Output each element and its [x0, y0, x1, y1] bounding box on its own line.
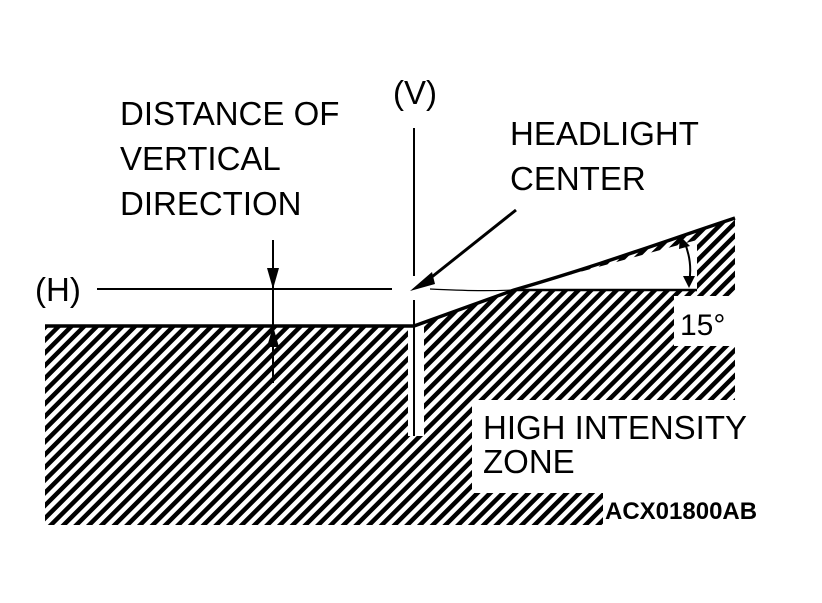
- headlight-center-arrowhead: [410, 272, 435, 291]
- figure-code: ACX01800AB: [605, 498, 758, 525]
- zone-label-clearing: [472, 400, 735, 493]
- horizontal-axis-label: (H): [35, 271, 81, 308]
- distance-arrowhead-down: [267, 268, 279, 289]
- headlight-center-leader: [427, 208, 517, 282]
- headlight-center-label-line-2: CENTER: [510, 160, 646, 197]
- high-intensity-zone-label-line-2: ZONE: [483, 443, 575, 480]
- cutoff-line: [45, 216, 736, 328]
- horizontal-axis-dashed-line: [429, 288, 515, 292]
- distance-label-line-3: DIRECTION: [120, 185, 302, 222]
- angle-arrowhead-bottom: [683, 276, 695, 288]
- angle-label: 15°: [680, 309, 726, 342]
- high-intensity-zone-label-line-1: HIGH INTENSITY: [483, 409, 748, 446]
- angle-arrowhead-top: [679, 236, 690, 249]
- vertical-axis-label: (V): [393, 74, 437, 111]
- distance-label-line-2: VERTICAL: [120, 140, 281, 177]
- vertical-axis-clearing: [408, 326, 424, 436]
- headlight-center-label-line-1: HEADLIGHT: [510, 115, 699, 152]
- angle-label-clearing: [674, 296, 735, 346]
- distance-arrowhead-up: [267, 326, 279, 347]
- distance-label-line-1: DISTANCE OF: [120, 95, 340, 132]
